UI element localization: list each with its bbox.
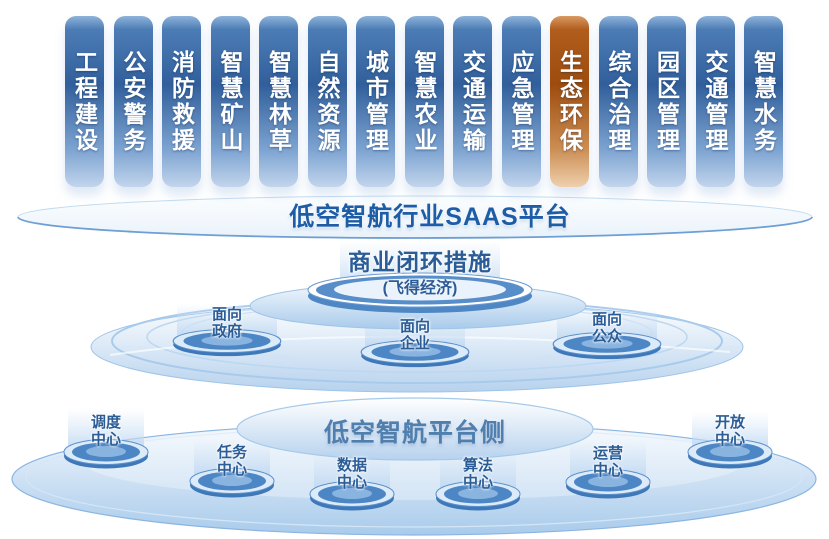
industry-pill-label: 应急管理 <box>508 49 534 154</box>
audience-label-public: 面向 公众 <box>591 311 622 345</box>
center-label-operation: 运营 中心 <box>592 445 623 479</box>
industry-pill: 城市管理 <box>356 16 395 187</box>
industry-pill: 工程建设 <box>65 16 104 187</box>
industry-pill-label: 城市管理 <box>362 49 389 154</box>
platform-platter <box>11 397 817 536</box>
saas-platter <box>17 195 813 239</box>
industry-pill: 交通管理 <box>695 16 735 187</box>
industry-pill: 园区管理 <box>647 16 686 187</box>
platform-layer-title: 低空智航平台侧 <box>323 419 506 447</box>
industry-pill: 公安警务 <box>113 16 153 187</box>
industry-pill-label: 生态环保 <box>556 49 583 154</box>
industry-pill-label: 园区管理 <box>653 49 680 154</box>
industry-pill: 交通运输 <box>453 16 492 187</box>
center-label-algorithm: 算法 中心 <box>462 457 493 491</box>
industry-pill: 自然资源 <box>307 16 347 187</box>
industry-pill: 智慧水务 <box>744 16 783 187</box>
industry-pill: 智慧林草 <box>259 16 298 187</box>
industry-pill-label: 自然资源 <box>314 49 340 154</box>
industry-pill-label: 公安警务 <box>120 49 146 154</box>
audience-label-government: 面向 政府 <box>211 306 242 340</box>
audience-label-enterprise: 面向 企业 <box>399 318 430 352</box>
industry-pills-row: 工程建设 公安警务 消防救援 智慧矿山 智慧林草 自然资源 城市管理 智慧农业 … <box>65 16 783 187</box>
center-label-open: 开放 中心 <box>714 414 745 448</box>
business-layer-subtitle: (飞得经济) <box>382 280 458 297</box>
industry-pill-label: 智慧矿山 <box>217 49 243 154</box>
industry-pill: 智慧农业 <box>404 16 444 187</box>
industry-pill-label: 消防救援 <box>168 49 195 154</box>
industry-pill-label: 交通运输 <box>459 49 486 154</box>
industry-pill-label: 智慧林草 <box>265 49 292 154</box>
industry-pill-label: 智慧农业 <box>411 49 437 154</box>
industry-pill-label: 工程建设 <box>71 49 98 154</box>
industry-pill: 综合治理 <box>598 16 638 187</box>
center-label-dispatch: 调度 中心 <box>90 414 121 448</box>
business-disk <box>307 272 533 313</box>
industry-pill: 智慧矿山 <box>210 16 250 187</box>
industry-pill-highlighted: 生态环保 <box>550 16 589 187</box>
business-layer-title: 商业闭环措施 <box>348 249 492 275</box>
saas-platform-title: 低空智航行业SAAS平台 <box>289 203 571 231</box>
industry-pill-label: 交通管理 <box>702 49 728 154</box>
center-label-data: 数据 中心 <box>336 457 367 491</box>
industry-pill: 消防救援 <box>162 16 201 187</box>
industry-pill: 应急管理 <box>501 16 541 187</box>
center-label-task: 任务 中心 <box>216 444 247 478</box>
business-platter <box>90 240 744 393</box>
industry-pill-label: 智慧水务 <box>750 49 777 154</box>
platform-title-ellipse <box>236 397 594 461</box>
industry-pill-label: 综合治理 <box>605 49 631 154</box>
